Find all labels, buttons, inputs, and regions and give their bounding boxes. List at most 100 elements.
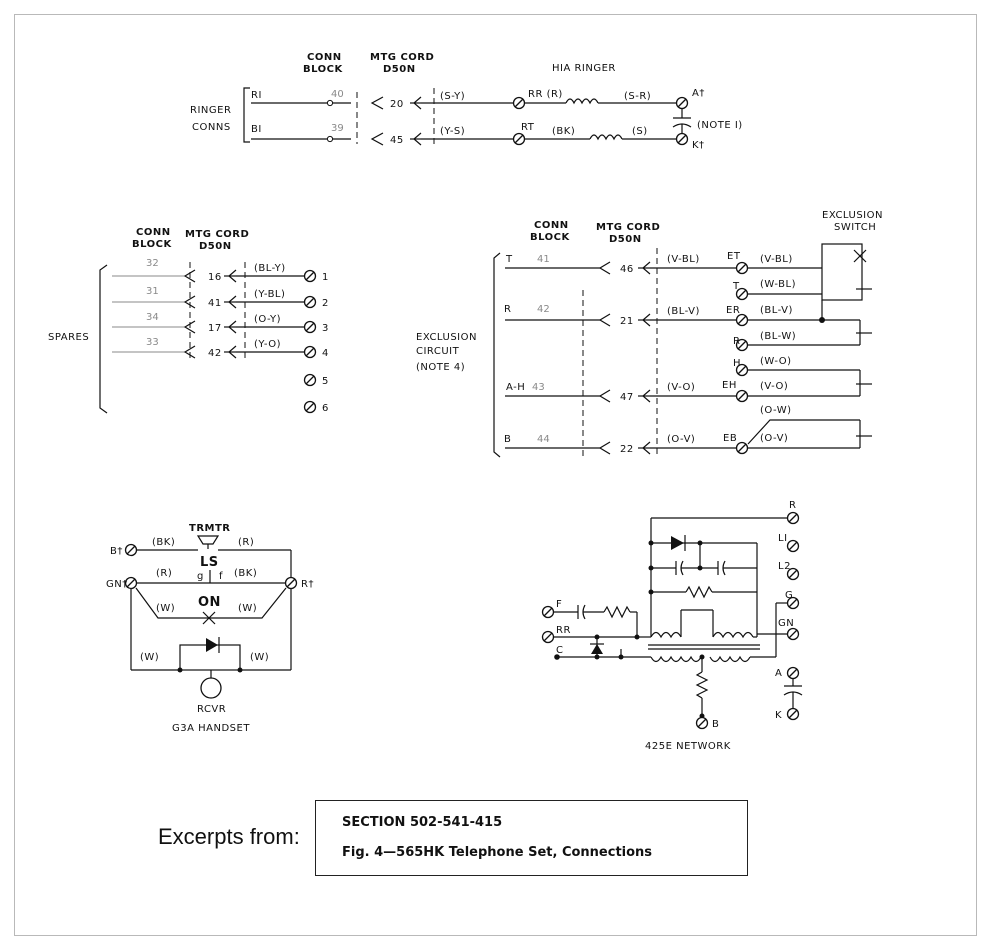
spares-bracket [99,264,108,414]
spares-mtg-cord-label-1: MTG CORD [185,229,249,240]
excl-term-eb: EB [723,433,737,444]
handset-on: ON [198,595,221,610]
excl-lead-b: B [504,434,511,445]
ringer-color-y-s: (Y-S) [440,126,465,137]
handset-section: TRMTR B† (BK) (R) LS GN† R† (R) (BK) g f… [106,523,314,734]
excl-block-42: 42 [537,304,550,315]
excerpts-label: Excerpts from: [158,824,300,849]
spares-block-31: 31 [146,286,159,297]
handset-wire-bk-top: (BK) [152,537,175,548]
caption-figure: Fig. 4—565HK Telephone Set, Connections [342,845,653,860]
spares-block-34: 34 [146,312,159,323]
network-term-b: B [712,719,719,730]
spares-label: SPARES [48,332,89,343]
ringer-term-rt: RT [521,122,535,133]
spares-term-1: 1 [322,272,329,283]
excl-side-label-3: (NOTE 4) [416,362,465,373]
excl-sw-bl-v: (BL-V) [760,305,793,316]
excl-color-v-bl: (V-BL) [667,254,700,265]
excl-term-r: R [733,336,740,347]
ringer-mtg-cord-label-2: D50N [383,64,416,75]
handset-wire-w-right: (W) [238,603,257,614]
ringer-lead-ri: RI [251,90,262,101]
ringer-lead-bi: BI [251,124,262,135]
ringer-term-a: A† [692,88,705,99]
ringer-coil-s: (S) [632,126,648,137]
network-term-g: G [785,590,793,601]
network-term-f: F [556,599,562,610]
spares-term-4: 4 [322,348,329,359]
excl-mtg-cord-label-2: D50N [609,234,642,245]
ringer-color-s-y: (S-Y) [440,91,465,102]
ringer-wire-bk: (BK) [552,126,575,137]
excl-side-label-1: EXCLUSION [416,332,477,343]
excl-cord-22: 22 [620,444,634,455]
handset-term-r: R† [301,579,314,590]
network-term-a: A [775,668,782,679]
handset-term-b: B† [110,546,123,557]
handset-wire-r-top: (R) [238,537,254,548]
excl-block-43: 43 [532,382,545,393]
excl-term-h: H [733,358,741,369]
handset-title: G3A HANDSET [172,723,250,734]
network-section: R LI L2 G GN A K [541,500,803,752]
network-term-k: K [775,710,782,721]
ringer-conn-block-label-1: CONN [307,52,342,63]
excl-cord-47: 47 [620,392,634,403]
excl-sw-o-v: (O-V) [760,433,788,444]
ringer-bracket [243,87,250,143]
handset-wire-w-rr: (W) [250,652,269,663]
excl-color-o-v: (O-V) [667,434,695,445]
spares-color-y-bl: (Y-BL) [254,289,285,300]
excl-sw-o-w: (O-W) [760,405,792,416]
excl-lead-r: R [504,304,511,315]
figure-frame [14,14,977,936]
excl-term-t: T [732,281,740,292]
spares-cord-17: 17 [208,323,222,334]
excl-sw-bl-w: (BL-W) [760,331,796,342]
handset-wire-w-left: (W) [156,603,175,614]
ringer-section: CONN BLOCK MTG CORD D50N HIA RINGER RING… [190,52,742,151]
ringer-side-label-2: CONNS [192,122,231,133]
caption-section: SECTION 502-541-415 [342,815,503,830]
ringer-block-39: 39 [331,123,344,134]
excl-lead-a-h: A-H [506,382,525,393]
handset-wire-bk-mid: (BK) [234,568,257,579]
spares-block-32: 32 [146,258,159,269]
caption-box: SECTION 502-541-415 Fig. 4—565HK Telepho… [315,800,748,876]
excl-sw-v-o: (V-O) [760,381,788,392]
excl-color-bl-v: (BL-V) [667,306,700,317]
network-title: 425E NETWORK [645,741,731,752]
spares-color-o-y: (O-Y) [254,314,281,325]
ringer-title: HIA RINGER [552,63,616,74]
excl-cord-21: 21 [620,316,634,327]
excl-switch-label-1: EXCLUSION [822,210,883,221]
excl-sw-w-o: (W-O) [760,356,792,367]
excl-sw-v-bl: (V-BL) [760,254,793,265]
excl-term-er: ER [726,305,740,316]
spares-color-y-o: (Y-O) [254,339,281,350]
ringer-cord-20: 20 [390,99,404,110]
excl-conn-block-label-2: BLOCK [530,232,570,243]
excl-switch-label-2: SWITCH [834,222,876,233]
handset-g: g [197,571,204,582]
network-term-gn: GN [778,618,794,629]
excl-side-label-2: CIRCUIT [416,346,460,357]
excl-cord-46: 46 [620,264,634,275]
network-term-rr: RR [556,625,571,636]
spares-mtg-cord-label-2: D50N [199,241,232,252]
handset-rcvr: RCVR [197,704,226,715]
handset-wire-r-mid: (R) [156,568,172,579]
handset-wire-w-ll: (W) [140,652,159,663]
network-term-l2: L2 [778,561,791,572]
network-term-c: C [556,645,563,656]
ringer-block-40: 40 [331,89,344,100]
spares-cord-41: 41 [208,298,222,309]
spares-conn-block-label-2: BLOCK [132,239,172,250]
spares-term-5: 5 [322,376,329,387]
excl-block-41: 41 [537,254,550,265]
ringer-cord-45: 45 [390,135,404,146]
exclusion-section: CONN BLOCK MTG CORD D50N EXCLUSION SWITC… [416,210,883,458]
ringer-mtg-cord-label-1: MTG CORD [370,52,434,63]
